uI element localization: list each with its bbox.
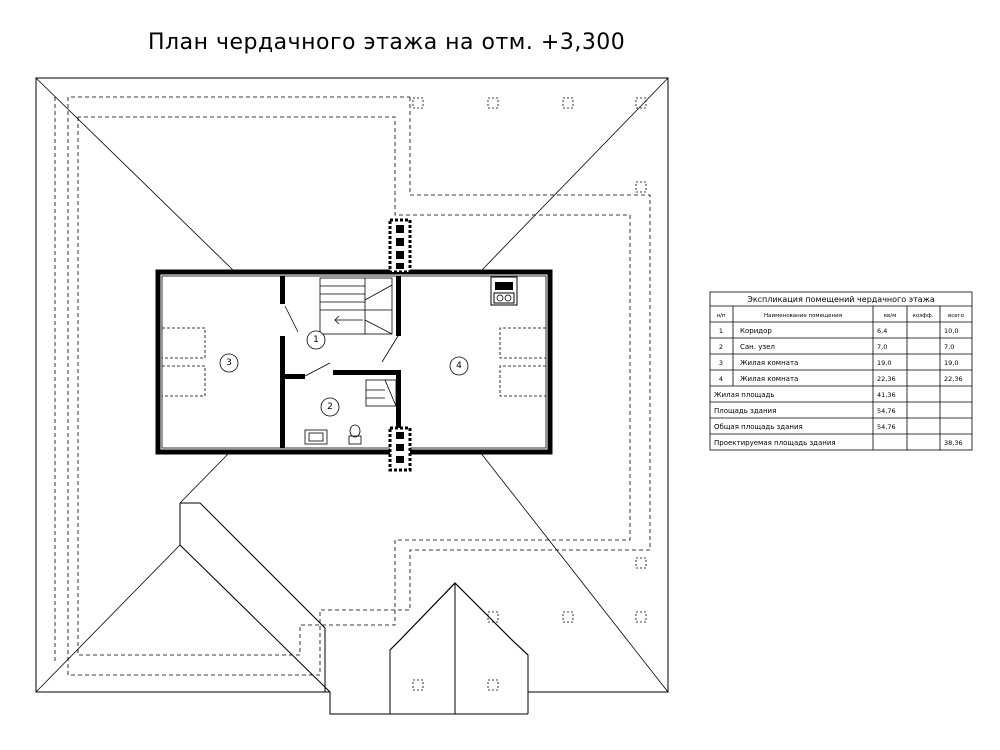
summary-1-label: Жилая площадь <box>714 391 774 399</box>
chimney-bottom <box>388 426 412 472</box>
table-row: 1 Коридор 6,4 10,0 <box>719 327 959 335</box>
row-3-num: 3 <box>719 359 723 367</box>
table-header-num: н/п <box>716 313 725 319</box>
table-summary-row: Общая площадь здания 54,76 <box>714 423 896 431</box>
summary-1-value: 41,36 <box>877 391 896 399</box>
row-2-name: Сан. узел <box>740 343 775 351</box>
table-row: 2 Сан. узел 7,0 7,0 <box>719 343 954 351</box>
row-3-name: Жилая комната <box>740 359 798 367</box>
door-swings <box>284 305 399 377</box>
column-markers <box>412 97 647 691</box>
room-2-number: 2 <box>327 402 333 412</box>
table-summary-row: Проектируемая площадь здания 38,36 <box>714 439 963 447</box>
summary-2-label: Площадь здания <box>714 407 776 415</box>
sink-icon <box>304 429 328 445</box>
dashed-walls-below <box>54 96 651 676</box>
row-1-name: Коридор <box>740 327 772 335</box>
table-header-total: всего <box>948 313 965 319</box>
row-2-area: 7,0 <box>877 343 887 351</box>
table-header-name: Наименование помещения <box>764 313 842 319</box>
chimney-top <box>388 218 412 274</box>
room-1-marker: 1 <box>306 330 326 350</box>
summary-2-value: 54,76 <box>877 407 896 415</box>
room-dashed-markers <box>162 327 546 397</box>
table-row: 3 Жилая комната 19,0 19,0 <box>719 359 959 367</box>
row-2-num: 2 <box>719 343 723 351</box>
toilet-icon <box>348 424 362 445</box>
row-4-name: Жилая комната <box>740 375 798 383</box>
row-2-total: 7,0 <box>944 343 954 351</box>
attic-walls <box>155 269 553 455</box>
room-3-marker: 3 <box>219 353 239 373</box>
table-header-area: кв/м <box>884 313 897 319</box>
table-summary-row: Жилая площадь 41,36 <box>714 391 896 399</box>
summary-3-label: Общая площадь здания <box>714 423 803 431</box>
room-3-number: 3 <box>226 358 232 368</box>
table-row: 4 Жилая комната 22,36 22,36 <box>719 375 963 383</box>
room-4-number: 4 <box>456 361 462 371</box>
summary-4-total: 38,36 <box>944 439 963 447</box>
staircase <box>319 277 397 407</box>
table-caption: Экспликация помещений чердачного этажа <box>747 295 935 304</box>
row-1-total: 10,0 <box>944 327 958 335</box>
row-4-total: 22,36 <box>944 375 963 383</box>
summary-3-value: 54,76 <box>877 423 896 431</box>
row-1-area: 6,4 <box>877 327 887 335</box>
row-3-area: 19,0 <box>877 359 891 367</box>
room-4-marker: 4 <box>449 356 469 376</box>
explication-table: Экспликация помещений чердачного этажа н… <box>709 291 973 451</box>
row-1-num: 1 <box>719 327 723 335</box>
room-2-marker: 2 <box>320 397 340 417</box>
summary-4-label: Проектируемая площадь здания <box>714 439 836 447</box>
roof-hip-lines <box>35 77 669 693</box>
stove-icon <box>490 276 518 306</box>
drawing-title: План чердачного этажа на отм. +3,300 <box>148 30 625 55</box>
table-summary-row: Площадь здания 54,76 <box>714 407 896 415</box>
table-header-coef: коэфф. <box>913 313 934 319</box>
row-4-area: 22,36 <box>877 375 896 383</box>
row-4-num: 4 <box>719 375 723 383</box>
row-3-total: 19,0 <box>944 359 958 367</box>
room-1-number: 1 <box>313 335 319 345</box>
